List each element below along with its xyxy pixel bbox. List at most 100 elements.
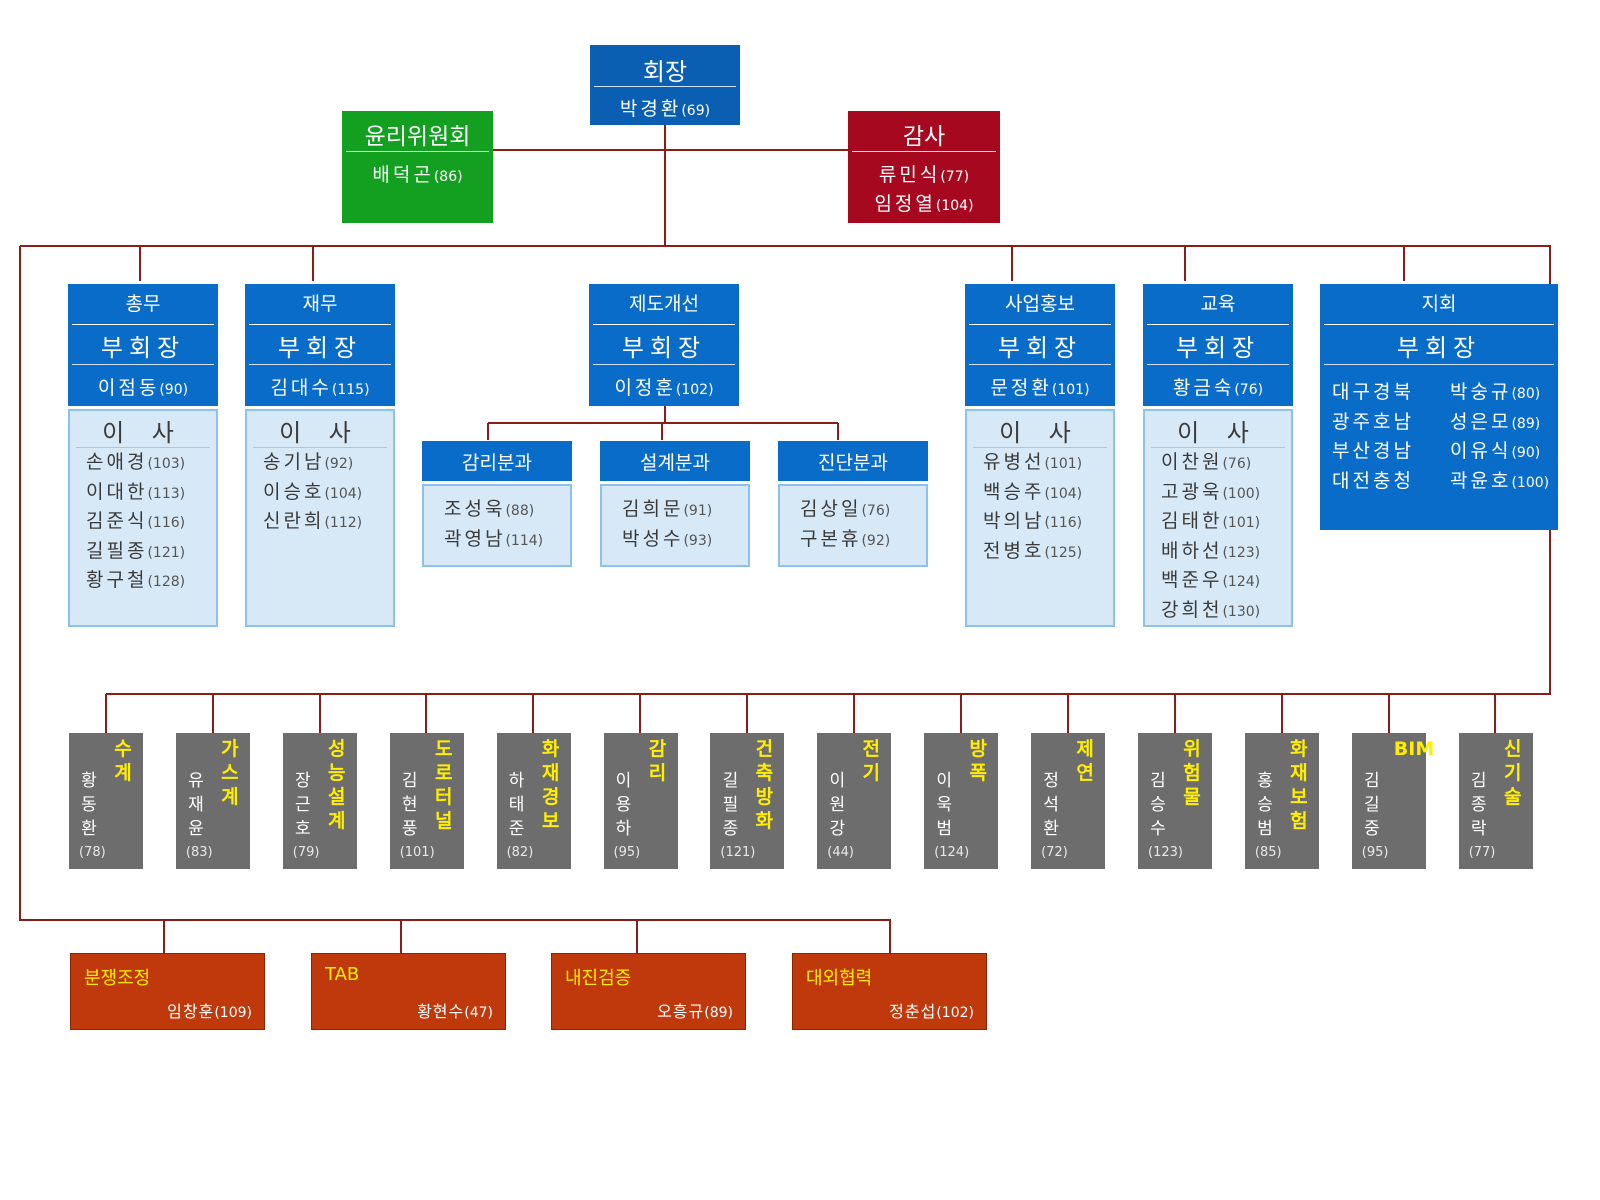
division-dept-name: 제도개선 [629,293,699,315]
director-num: (101) [1222,515,1261,531]
committee-title: BIM [1393,738,1435,760]
director-name: 강희천 [1161,598,1223,621]
director-row: 김태한(101) [1161,507,1291,537]
director-row: 이찬원(76) [1161,448,1291,478]
subcommittee-header-0: 감리분과 [422,441,572,481]
committee-member-name: 김승수 [1150,771,1166,839]
committee-member-num: (44) [827,845,854,860]
director-name: 유병선 [983,451,1045,473]
director-num: (103) [147,456,186,472]
vp-num: (76) [1234,382,1264,398]
vp-num: (102) [675,382,714,398]
subcommittee-member-row: 김희문(91) [622,495,748,525]
committee-member-name: 홍승범 [1257,771,1273,839]
director-row: 백준우(124) [1161,566,1291,596]
division-divider [1147,324,1289,325]
director-row: 손애경(103) [86,448,216,478]
committee-member-name: 이욱범 [936,771,952,839]
branch-region: 대전충청 [1332,469,1414,492]
directors-divider [973,447,1107,448]
vp-name: 김대수 [270,377,332,399]
directors-divider [253,447,387,448]
special-committee-member: 오흥규(89) [657,998,733,1022]
ethics-committee-box: 윤리위원회 배덕곤(86) [342,111,493,223]
division-divider [593,324,735,325]
vp-name-line: 이점동(90) [68,373,218,400]
division-divider [72,324,214,325]
director-name: 손애경 [86,451,148,473]
audit-member-1: 류민식(77) [848,160,1000,187]
special-member-num: (89) [704,1005,733,1021]
president-name-line: 박경환(69) [590,94,740,121]
president-divider [594,86,736,87]
vp-label: 부회장 [277,334,363,362]
ethics-divider [346,151,489,152]
directors-list: 손애경(103)이대한(113)김준식(116)길필종(121)황구철(128) [86,448,216,596]
special-member-name: 황현수 [417,1002,465,1021]
member-num: (91) [683,503,713,519]
director-row: 길필종(121) [86,537,216,567]
division-divider [72,364,214,365]
branch-divider [1324,324,1554,325]
directors-divider [76,447,210,448]
committee-member-num: (77) [1468,845,1496,860]
vp-label: 부회장 [621,334,707,362]
director-num: (104) [1044,485,1083,502]
committee-member-num: (78) [79,845,106,860]
committee-member-name: 이용하 [615,771,632,839]
directors-label: 이 사 [999,419,1081,447]
directors-label: 이 사 [279,419,361,447]
special-member-num: (47) [464,1005,493,1021]
director-num: (104) [324,485,363,502]
audit-num: (104) [935,198,974,214]
division-divider [249,324,391,325]
director-num: (121) [147,544,186,561]
special-member-num: (102) [936,1005,974,1021]
committee-member-num: (124) [934,845,970,860]
president-title: 회장 [642,58,688,86]
committee-title: 도로터널 [434,738,453,832]
subcommittee-list: 김상일(76)구본휴(92) [800,495,926,554]
subcommittee-member-row: 곽영남(114) [444,525,570,555]
director-name: 전병호 [983,539,1045,562]
director-num: (130) [1222,603,1261,620]
special-committee-title: TAB [325,964,360,985]
special-member-num: (109) [214,1005,252,1021]
director-row: 신란희(112) [263,507,393,537]
committee-title: 제연 [1076,738,1094,784]
directors-list: 유병선(101)백승주(104)박의남(116)전병호(125) [983,448,1113,566]
committee-title: 위험물 [1183,738,1201,808]
director-row: 유병선(101) [983,448,1113,478]
branch-member-name: 박숭규 [1450,381,1512,403]
special-committee-title: 대외협력 [806,968,873,989]
division-divider [249,364,391,365]
director-num: (124) [1222,574,1261,590]
director-name: 길필종 [86,539,148,562]
member-name: 구본휴 [800,527,862,550]
subcommittee-list: 조성욱(88)곽영남(114) [444,495,570,554]
special-committee-1: TAB 황현수(47) [311,953,506,1030]
directors-label: 이 사 [1177,419,1259,447]
committee-member-name: 김길중 [1363,771,1380,839]
branch-member-num: (80) [1511,386,1541,402]
director-num: (116) [1044,515,1083,531]
vp-name-line: 문정환(101) [965,373,1115,400]
committee-title: 신기술 [1503,738,1522,808]
division-divider [969,364,1111,365]
committee-title: 수계 [114,738,132,784]
branch-member-num: (89) [1511,415,1541,432]
director-num: (101) [1044,456,1083,472]
special-committee-member: 임창훈(109) [167,998,252,1022]
director-num: (92) [324,456,354,472]
director-name: 김태한 [1161,510,1223,532]
